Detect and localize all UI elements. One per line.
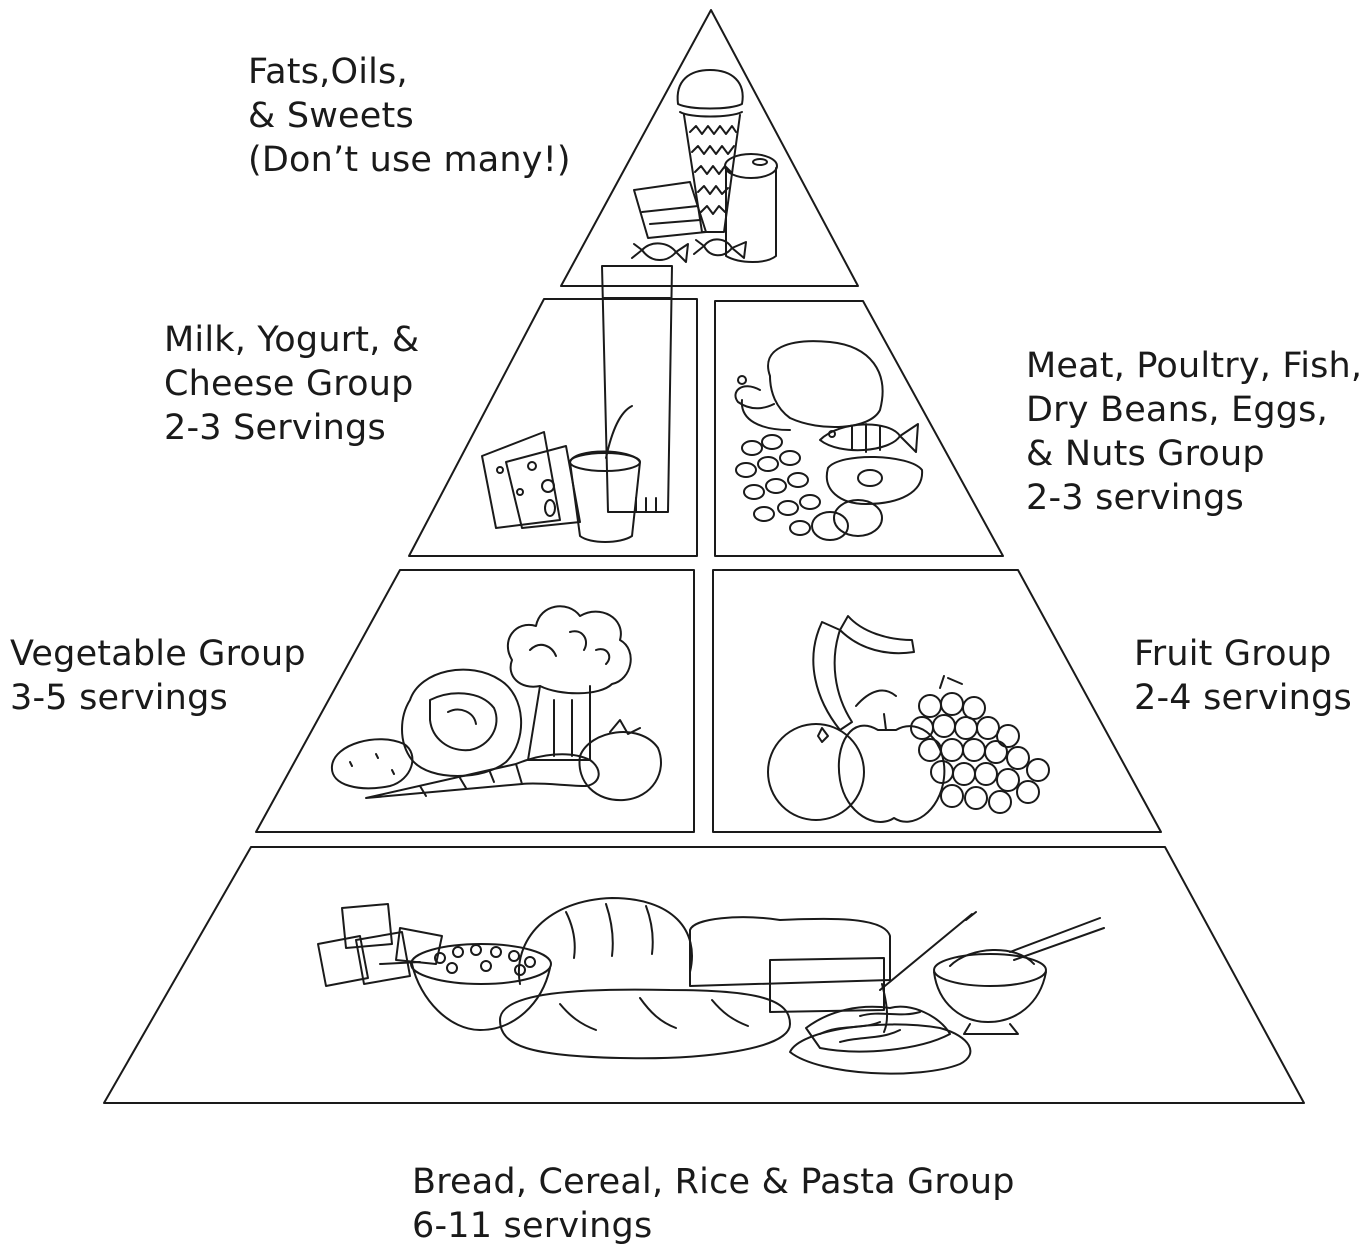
tier-fruit-group bbox=[713, 570, 1161, 832]
label-line: 6-11 servings bbox=[412, 1204, 1015, 1248]
label-line: (Don’t use many!) bbox=[248, 138, 571, 182]
milk-cheese-yogurt-icon bbox=[482, 266, 672, 542]
label-line: Vegetable Group bbox=[10, 632, 306, 676]
label-milk-group: Milk, Yogurt, & Cheese Group 2-3 Serving… bbox=[164, 318, 419, 450]
label-line: Dry Beans, Eggs, bbox=[1026, 388, 1362, 432]
label-line: Bread, Cereal, Rice & Pasta Group bbox=[412, 1160, 1015, 1204]
turkey-fish-meat-beans-icon bbox=[735, 341, 922, 540]
label-line: Meat, Poultry, Fish, bbox=[1026, 344, 1362, 388]
bread-cereal-pasta-rice-icon bbox=[318, 898, 1104, 1074]
label-line: & Sweets bbox=[248, 94, 571, 138]
label-line: 2-3 Servings bbox=[164, 406, 419, 450]
broccoli-cabbage-carrot-tomato-icon bbox=[332, 606, 661, 800]
label-line: Fats,Oils, bbox=[248, 50, 571, 94]
label-fruit-group: Fruit Group 2-4 servings bbox=[1134, 632, 1352, 720]
sweets-ice-cream-candy-icon bbox=[632, 70, 777, 262]
label-meat-group: Meat, Poultry, Fish, Dry Beans, Eggs, & … bbox=[1026, 344, 1362, 520]
label-bread-group: Bread, Cereal, Rice & Pasta Group 6-11 s… bbox=[412, 1160, 1015, 1248]
label-line: Milk, Yogurt, & bbox=[164, 318, 419, 362]
label-line: 3-5 servings bbox=[10, 676, 306, 720]
label-line: Cheese Group bbox=[164, 362, 419, 406]
label-line: Fruit Group bbox=[1134, 632, 1352, 676]
label-vegetable-group: Vegetable Group 3-5 servings bbox=[10, 632, 306, 720]
label-line: 2-4 servings bbox=[1134, 676, 1352, 720]
label-line: & Nuts Group bbox=[1026, 432, 1362, 476]
tier-vegetable-group bbox=[256, 570, 694, 832]
label-fats-oils-sweets: Fats,Oils, & Sweets (Don’t use many!) bbox=[248, 50, 571, 182]
tier-meat-group bbox=[715, 301, 1003, 556]
banana-orange-apple-grapes-icon bbox=[768, 616, 1049, 822]
tier-bread-group bbox=[104, 847, 1304, 1103]
label-line: 2-3 servings bbox=[1026, 476, 1362, 520]
tier-milk-group bbox=[409, 299, 697, 556]
